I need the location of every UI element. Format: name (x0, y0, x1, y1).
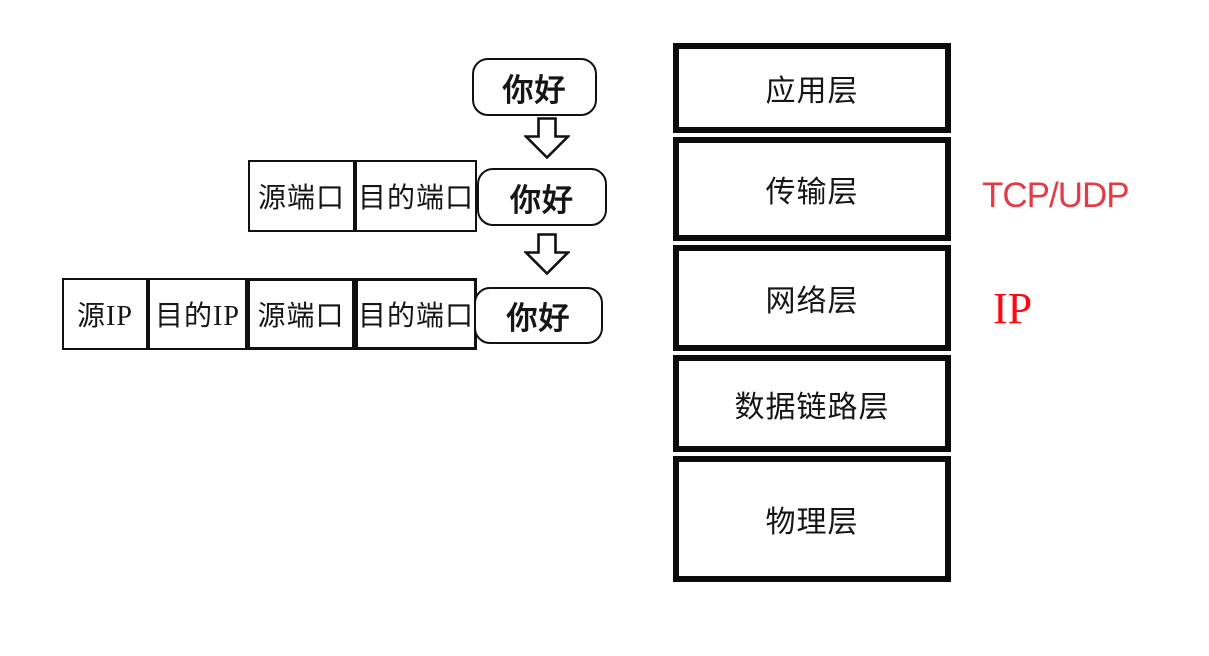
transport-protocol-annotation: TCP/UDP (982, 176, 1130, 215)
payload-bubble-application: 你好 (472, 58, 597, 116)
network-protocol-annotation: IP (993, 284, 1033, 333)
field-destination-ip: 目的IP (148, 278, 247, 350)
layer-network: 网络层 (673, 245, 951, 351)
field-destination-port: 目的端口 (355, 160, 477, 232)
layer-data-link: 数据链路层 (673, 355, 951, 452)
network-packet-header-table: 源IP 目的IP 源端口 目的端口 (62, 278, 477, 350)
down-arrow-icon (524, 233, 570, 275)
down-arrow-icon (524, 117, 570, 159)
payload-bubble-transport: 你好 (477, 168, 607, 226)
payload-bubble-network: 你好 (474, 287, 603, 344)
layer-physical: 物理层 (673, 456, 951, 582)
field-destination-port: 目的端口 (355, 278, 477, 350)
field-source-port: 源端口 (248, 160, 355, 232)
layer-transport: 传输层 (673, 137, 951, 241)
field-source-port: 源端口 (247, 278, 355, 350)
layer-application: 应用层 (673, 43, 951, 133)
protocol-stack: 应用层 传输层 网络层 数据链路层 物理层 (673, 43, 951, 582)
transport-segment-header-table: 源端口 目的端口 (248, 160, 477, 232)
field-source-ip: 源IP (62, 278, 148, 350)
